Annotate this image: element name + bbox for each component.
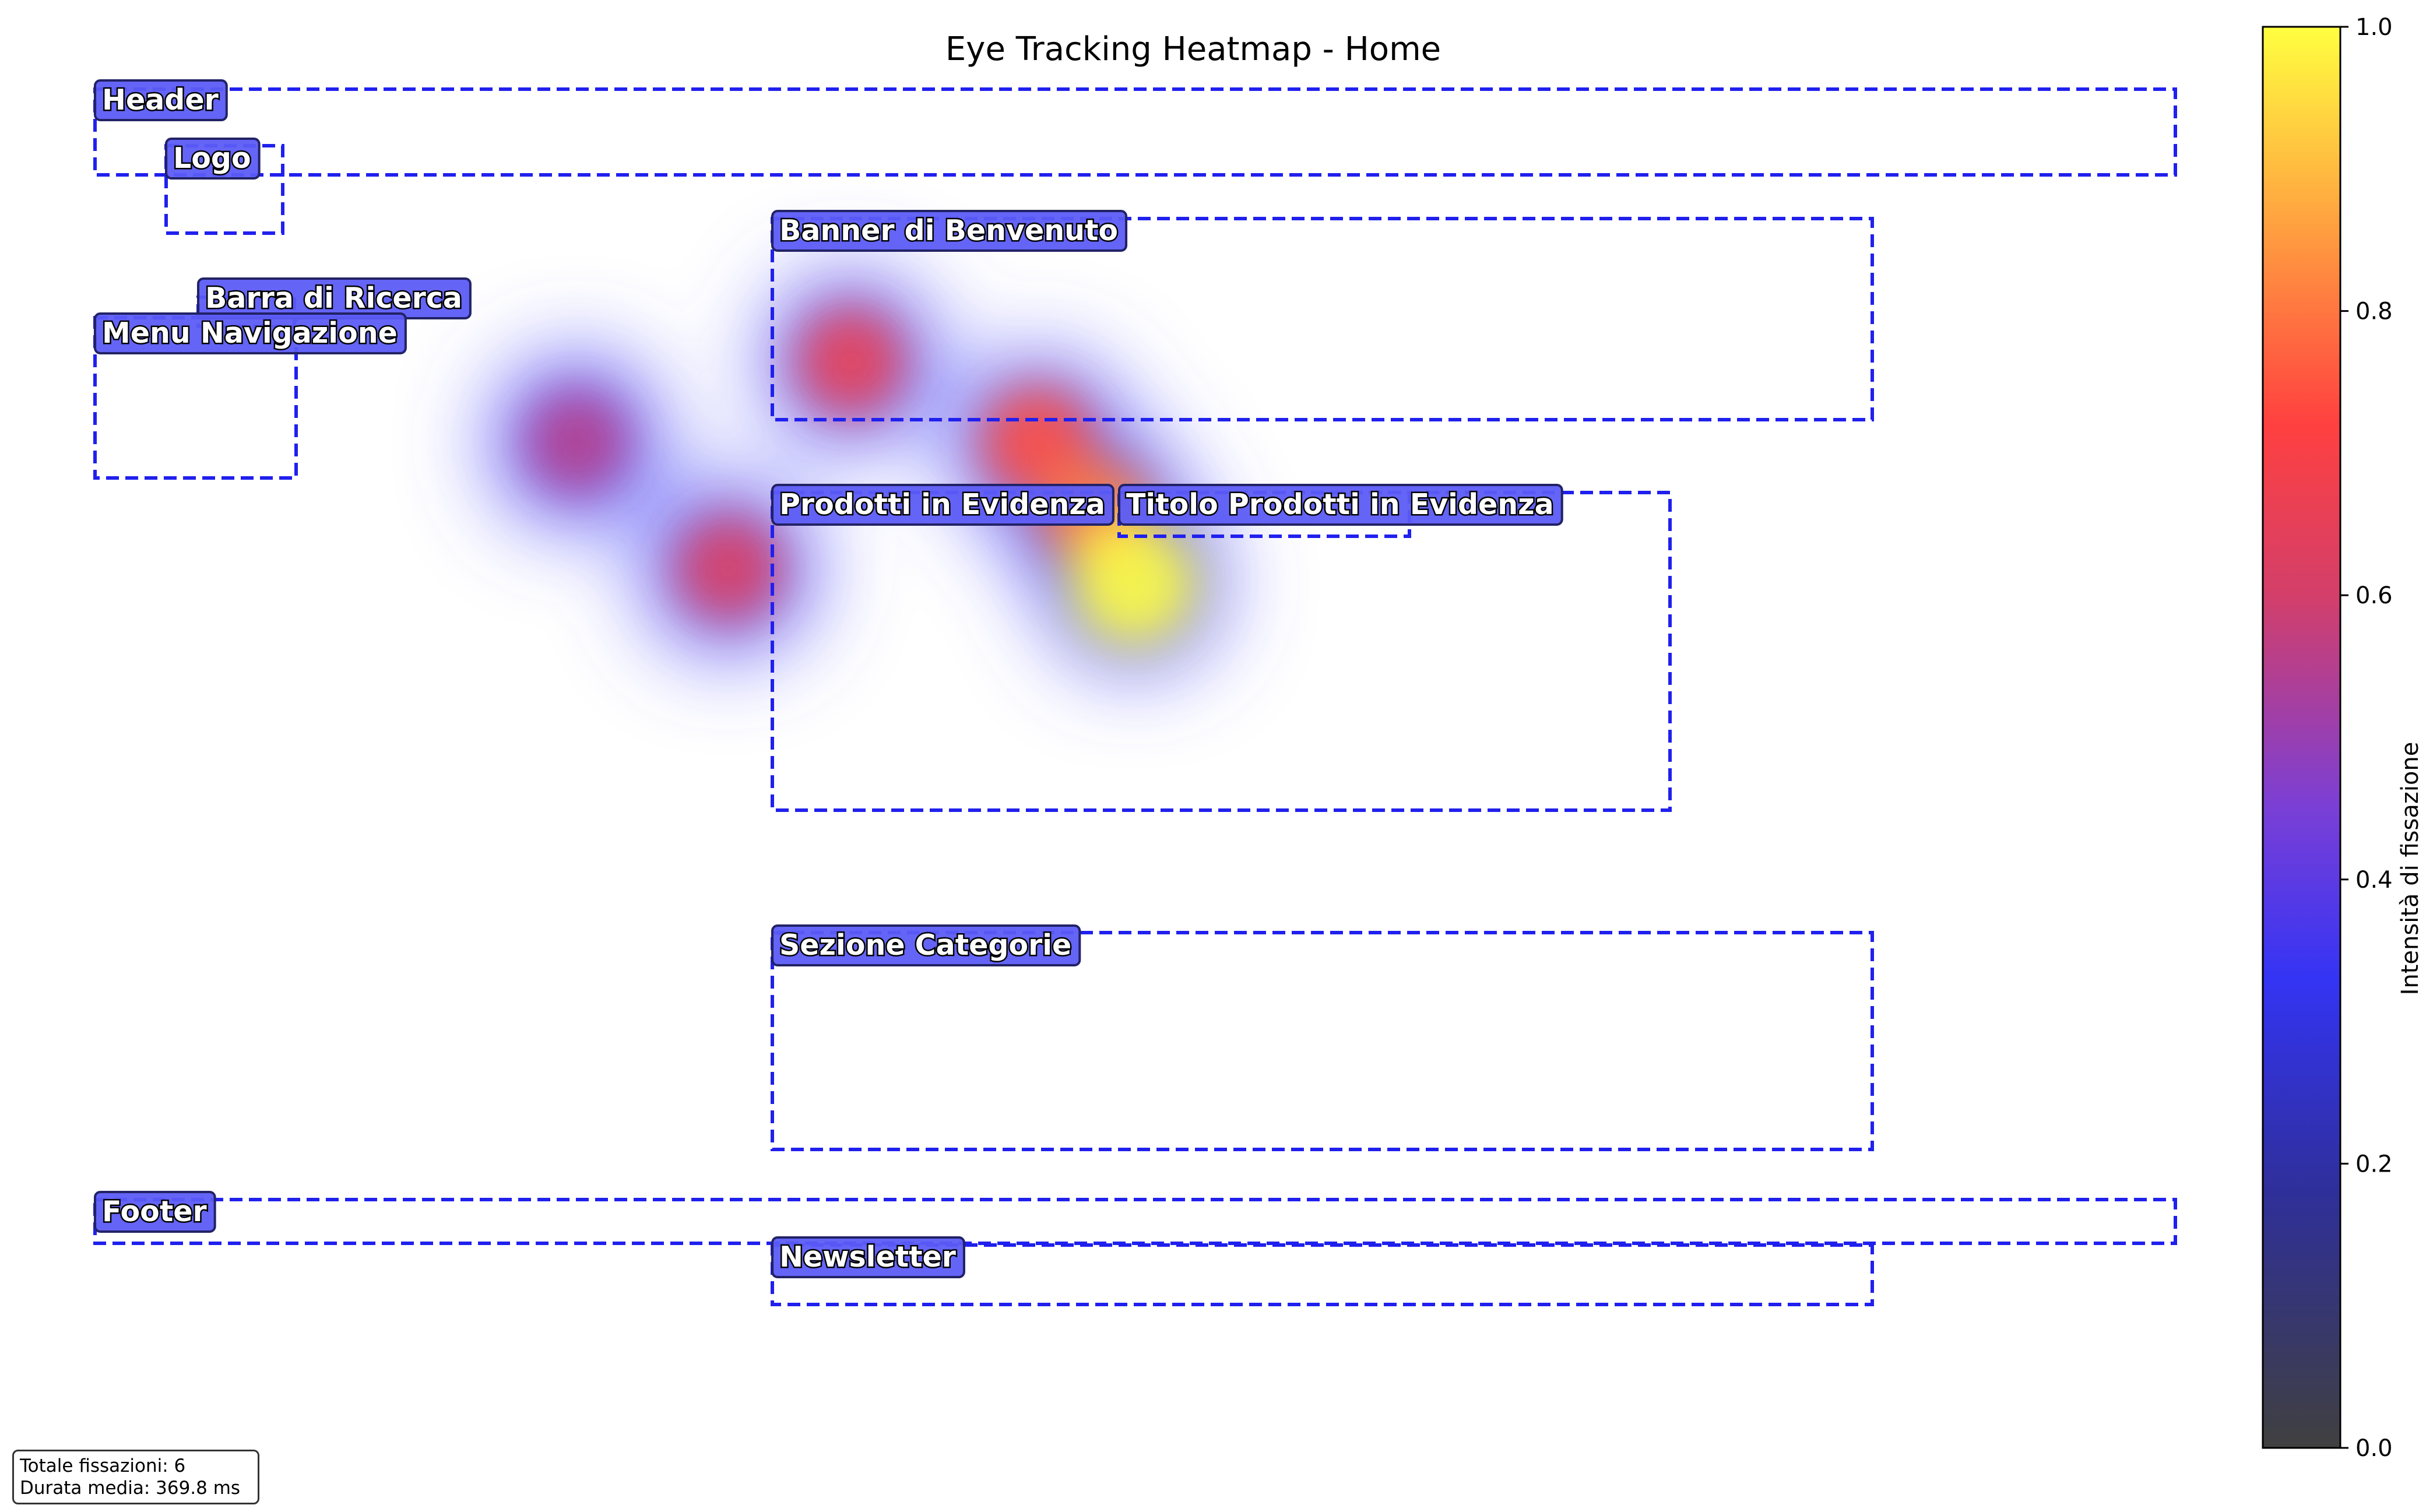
region-label-text: Header — [102, 83, 219, 117]
fixation-point — [526, 391, 628, 493]
colorbar: 0.0 0.2 0.4 0.6 0.8 1.0 — [2262, 14, 2393, 1462]
region-label: Prodotti in Evidenza — [771, 484, 1114, 526]
region-label: Logo — [165, 138, 261, 180]
region-label: Menu Navigazione — [94, 312, 407, 354]
region-label: Barra di Ricerca — [197, 277, 472, 319]
region-label-text: Barra di Ricerca — [205, 282, 462, 315]
region-label: Titolo Prodotti in Evidenza — [1118, 484, 1563, 526]
heat-layer — [490, 274, 1221, 670]
region-box — [93, 1198, 2177, 1245]
region-label-text: Logo — [173, 142, 251, 175]
stats-box: Totale fissazioni: 6 Durata media: 369.8… — [12, 1450, 259, 1504]
region-label-bg — [94, 1191, 216, 1233]
colorbar-gradient — [2262, 26, 2341, 1449]
region-label-text: Footer — [102, 1195, 207, 1228]
fixation-point — [1070, 519, 1198, 647]
total-fixations: Totale fissazioni: 6 — [20, 1455, 186, 1476]
colorbar-tick-label: 0.6 — [2355, 582, 2393, 609]
region-label-bg — [771, 210, 1128, 252]
region-label-bg — [94, 312, 407, 354]
region-label-text: Sezione Categorie — [779, 929, 1071, 962]
region-label-bg — [94, 79, 228, 121]
region-label-text: Banner di Benvenuto — [779, 214, 1118, 247]
colorbar-tick-label: 1.0 — [2355, 14, 2393, 41]
fixation-point — [676, 515, 782, 621]
region-label-text: Newsletter — [779, 1240, 957, 1274]
colorbar-tick-label: 0.8 — [2355, 298, 2393, 325]
colorbar-tick-label: 0.4 — [2355, 867, 2393, 894]
region-label-text: Menu Navigazione — [102, 317, 398, 350]
region-label: Header — [94, 79, 228, 121]
region-label-bg — [771, 1236, 965, 1278]
region-label-bg — [771, 924, 1081, 966]
avg-duration: Durata media: 369.8 ms — [20, 1478, 241, 1499]
region-label-text: Prodotti in Evidenza — [779, 488, 1105, 521]
chart-title: Eye Tracking Heatmap - Home — [945, 30, 1441, 68]
region-label-bg — [771, 484, 1114, 526]
region-label: Newsletter — [771, 1236, 965, 1278]
region-box — [771, 931, 1874, 1151]
colorbar-tick-label: 0.0 — [2355, 1435, 2393, 1462]
region-label-bg — [1118, 484, 1563, 526]
region-box — [771, 491, 1672, 812]
fixation-point — [797, 307, 905, 416]
colorbar-label: Intensità di fissazione — [2397, 742, 2424, 996]
region-label: Footer — [94, 1191, 216, 1233]
region-box — [771, 217, 1874, 421]
region-label: Banner di Benvenuto — [771, 210, 1128, 252]
region-box — [93, 87, 2177, 177]
region-boxes — [93, 87, 2177, 1306]
colorbar-tick-label: 0.2 — [2355, 1151, 2393, 1177]
region-label: Sezione Categorie — [771, 924, 1081, 966]
region-label-bg — [165, 138, 261, 180]
region-label-text: Titolo Prodotti in Evidenza — [1126, 488, 1554, 521]
